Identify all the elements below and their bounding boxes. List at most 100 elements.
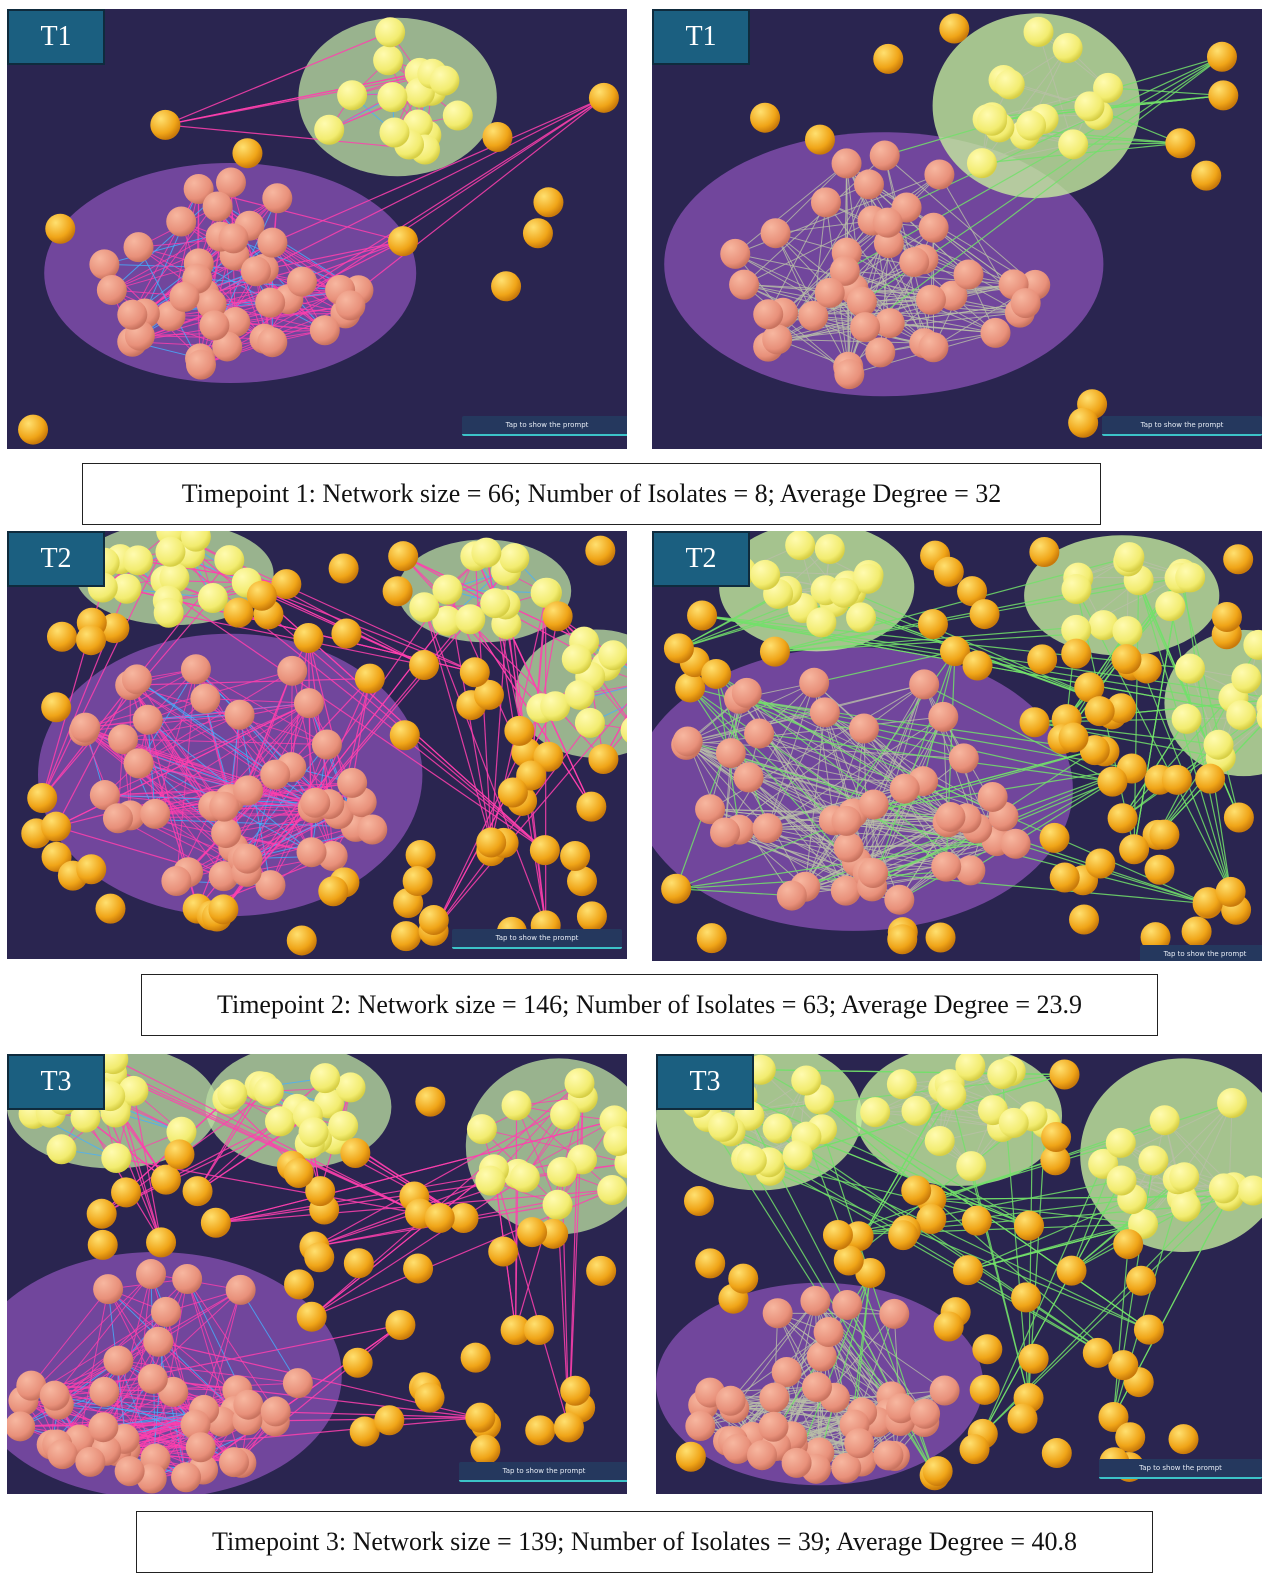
network-graph[interactable] [7,531,627,959]
node[interactable] [804,124,835,155]
node[interactable] [1217,1088,1248,1119]
node[interactable] [799,667,830,698]
network-canvas-t3-left[interactable]: T3 Tap to show the prompt [7,1054,627,1494]
node[interactable] [1010,288,1041,319]
node[interactable] [833,832,864,863]
node[interactable] [1169,1162,1200,1193]
node[interactable] [831,1452,862,1483]
node[interactable] [1056,1255,1087,1286]
node[interactable] [661,873,692,904]
node[interactable] [75,1446,106,1477]
node[interactable] [683,1186,714,1217]
node[interactable] [164,1139,195,1170]
node[interactable] [830,875,861,906]
node[interactable] [39,1380,70,1411]
node[interactable] [155,536,186,567]
node[interactable] [357,814,388,845]
node[interactable] [567,866,598,897]
node[interactable] [889,773,920,804]
node[interactable] [806,1341,837,1372]
node[interactable] [309,315,340,346]
node[interactable] [473,679,504,710]
node[interactable] [1126,1265,1157,1296]
node[interactable] [1181,916,1212,947]
node[interactable] [337,80,368,111]
node[interactable] [1161,764,1192,795]
node[interactable] [460,1342,491,1373]
node[interactable] [476,827,507,858]
node[interactable] [523,1315,554,1346]
node[interactable] [208,861,239,892]
node[interactable] [183,174,214,205]
node[interactable] [1175,653,1206,684]
node[interactable] [159,562,190,593]
node[interactable] [286,925,317,956]
node[interactable] [1231,663,1262,694]
node[interactable] [1211,601,1242,632]
node[interactable] [277,655,308,686]
node[interactable] [948,743,979,774]
node[interactable] [1168,1424,1199,1455]
node[interactable] [909,669,940,700]
node[interactable] [296,1301,327,1332]
node[interactable] [1052,32,1083,63]
node[interactable] [264,1106,295,1137]
node[interactable] [760,218,791,249]
node[interactable] [391,921,422,952]
network-graph[interactable] [656,1054,1262,1494]
node[interactable] [1074,672,1105,703]
node[interactable] [293,688,324,719]
node[interactable] [482,122,513,153]
node[interactable] [501,1090,532,1121]
node[interactable] [260,759,291,790]
node[interactable] [720,238,751,269]
node[interactable] [150,1164,181,1195]
node[interactable] [782,1140,813,1171]
node[interactable] [955,855,986,886]
node[interactable] [1203,729,1234,760]
node[interactable] [1226,700,1257,731]
node[interactable] [146,1227,177,1258]
node[interactable] [1149,1105,1180,1136]
node[interactable] [111,1177,142,1208]
node[interactable] [1133,1314,1164,1345]
node[interactable] [166,1116,197,1147]
node[interactable] [46,621,77,652]
node[interactable] [925,922,956,953]
node[interactable] [1155,591,1186,622]
node[interactable] [377,82,408,113]
node[interactable] [1068,407,1099,438]
node[interactable] [708,1111,739,1142]
node[interactable] [980,317,1011,348]
node[interactable] [1208,80,1239,111]
node[interactable] [588,82,619,113]
node[interactable] [901,1095,932,1126]
node[interactable] [918,212,949,243]
node[interactable] [887,924,918,955]
node[interactable] [429,65,460,96]
node[interactable] [801,1372,832,1403]
node[interactable] [1215,876,1246,907]
node[interactable] [214,545,245,576]
show-prompt-button[interactable]: Tap to show the prompt [452,929,622,949]
node[interactable] [123,748,154,779]
node[interactable] [771,1357,802,1388]
node[interactable] [1112,616,1143,647]
node[interactable] [987,1059,1018,1090]
node[interactable] [813,1316,844,1347]
node[interactable] [233,775,264,806]
node[interactable] [560,1375,591,1406]
node[interactable] [197,582,228,613]
node[interactable] [286,266,317,297]
node[interactable] [262,183,293,214]
network-graph[interactable] [7,1054,627,1494]
node[interactable] [542,601,573,632]
node[interactable] [96,274,127,305]
node[interactable] [180,654,211,685]
node[interactable] [209,791,240,822]
node[interactable] [1243,629,1262,660]
node[interactable] [1113,1229,1144,1260]
node[interactable] [418,905,449,936]
node[interactable] [522,218,553,249]
node[interactable] [217,1079,248,1110]
